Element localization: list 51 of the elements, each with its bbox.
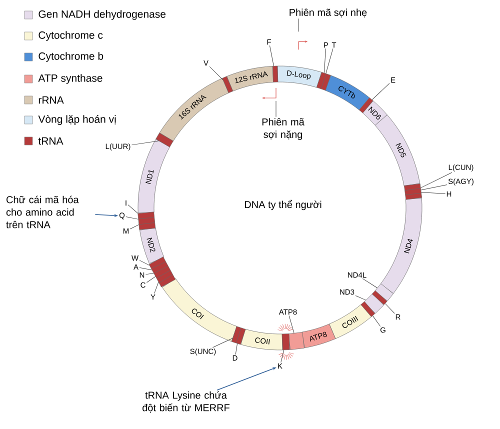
leader-line (130, 224, 139, 230)
trna-band (222, 76, 234, 94)
leader-line (326, 48, 334, 74)
leader-line (145, 273, 154, 275)
trna-band (272, 66, 278, 82)
leader-line (131, 140, 159, 146)
trna-band (148, 256, 176, 288)
leader-line (126, 216, 138, 220)
legend-label: ATP synthase (38, 74, 102, 84)
trna-band (231, 326, 246, 345)
leader-line (154, 282, 159, 294)
trna-band (138, 212, 156, 230)
leader-line (212, 338, 233, 348)
annotation-text: tRNA Lysine chứa đột biến từ MERRF (142, 391, 230, 413)
legend-label: rRNA (38, 96, 64, 104)
leader-line (421, 192, 446, 194)
legend-label: Gen NADH dehydrogenase (38, 10, 166, 20)
leader-line (372, 83, 390, 100)
leader-line (420, 172, 452, 188)
leader-line (235, 343, 238, 355)
leader-line (288, 315, 294, 334)
leader-line (146, 276, 156, 283)
leader-line (420, 184, 448, 190)
leader-line (324, 48, 326, 74)
legend-label: Vòng lặp hoán vị (38, 115, 116, 125)
trna-band (316, 72, 331, 91)
leader-line (298, 18, 299, 32)
leader-line (372, 316, 381, 327)
gene-segment (364, 294, 384, 314)
leader-line (128, 204, 138, 214)
legend-label: Cytochrome b (38, 52, 104, 62)
trna-band (404, 184, 422, 200)
annotation-text: Phiên mã sợi nhẹ (290, 8, 367, 18)
annotation-text: Chữ cái mã hóa cho amino acid trên tRNA (6, 196, 79, 228)
center-label: DNA ty thể người (244, 200, 322, 210)
legend-label: Cytochrome c (38, 31, 103, 41)
leader-line (355, 295, 366, 300)
legend-label: tRNA (38, 137, 64, 145)
leader-line (362, 278, 378, 288)
leader-line (280, 350, 284, 363)
leader-line (139, 267, 152, 270)
trna-band (360, 301, 376, 317)
leader-line (269, 45, 274, 66)
gene-segment (374, 283, 394, 302)
trna-band (156, 132, 174, 148)
gene-segment (288, 332, 304, 350)
leader-line (385, 303, 395, 314)
trna-band (372, 290, 388, 305)
leader-line (209, 66, 224, 80)
annotation-text: Phiên mã sợi nặng (262, 118, 304, 140)
leader-line (139, 260, 150, 266)
